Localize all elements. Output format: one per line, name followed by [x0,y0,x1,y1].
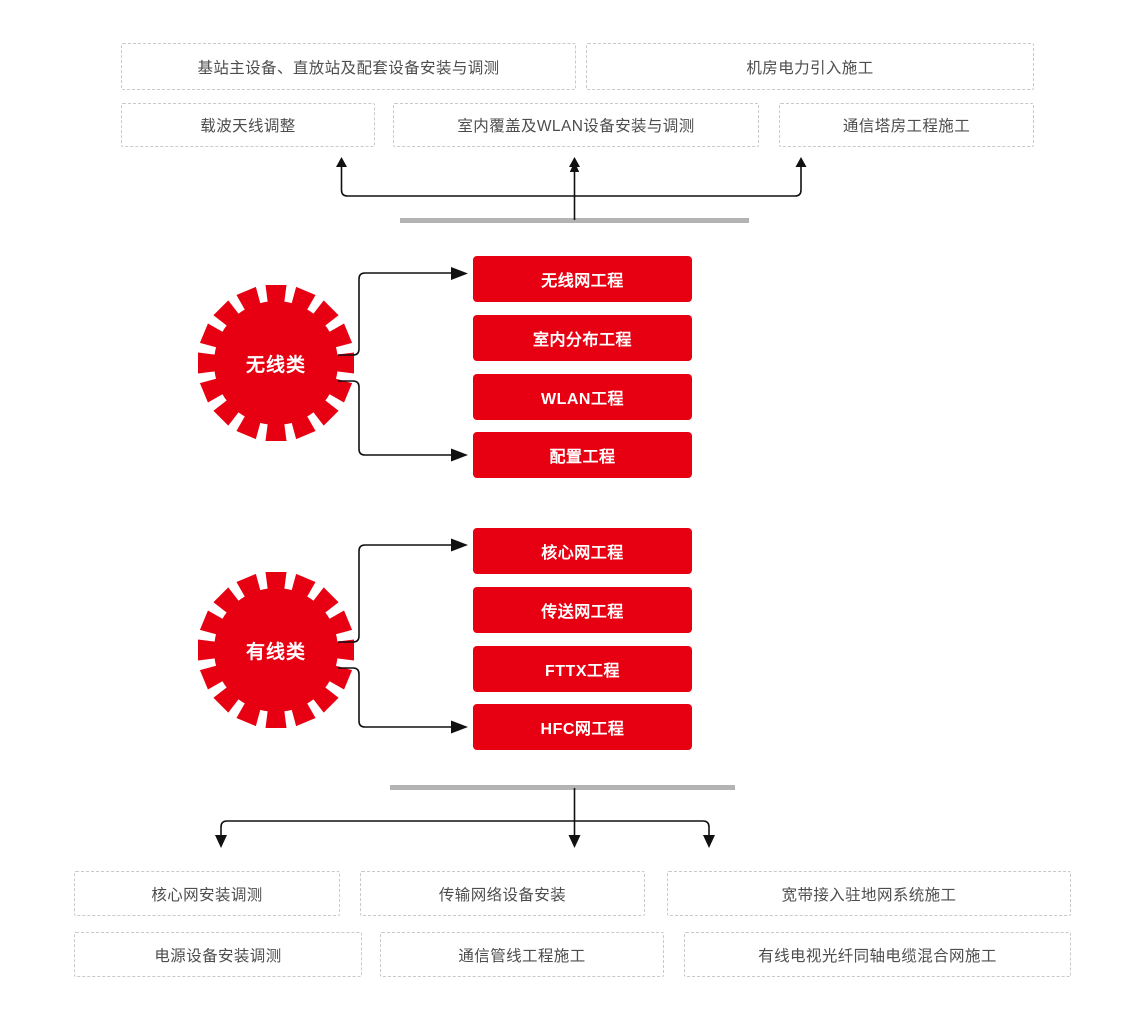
bottom-output-box-4[interactable]: 电源设备安装调测 [74,932,362,977]
bottom-arrow-middle-head [568,835,581,848]
wired-connectors [338,538,468,734]
wireless-item-3[interactable]: WLAN工程 [473,374,692,420]
top-output-label: 室内覆盖及WLAN设备安装与调测 [457,118,695,135]
top-spine [340,162,802,197]
bottom-arrow-right-head [703,835,715,848]
top-connectors [336,157,807,220]
red-box-label: HFC网工程 [540,721,625,738]
bottom-output-box-5[interactable]: 通信管线工程施工 [380,932,664,977]
wired-arrow-bottom [451,720,468,734]
wired-item-3[interactable]: FTTX工程 [473,646,692,692]
bottom-output-label: 核心网安装调测 [151,886,263,904]
bottom-output-label: 通信管线工程施工 [458,947,586,965]
gear-icon [198,285,354,441]
red-box-label: 室内分布工程 [532,332,632,349]
bottom-output-label: 电源设备安装调测 [154,947,282,965]
red-box-label: 配置工程 [549,449,616,466]
gear-icon [198,572,354,728]
bottom-output-label: 传输网络设备安装 [438,886,567,904]
red-box-label: FTTX工程 [545,663,620,680]
top-divider-bar [400,218,749,223]
top-output-label: 基站主设备、直放站及配套设备安装与调测 [197,59,500,77]
bottom-output-box-1[interactable]: 核心网安装调测 [74,871,340,916]
bottom-divider-bar [390,785,735,790]
top-arrow-right-head [795,157,807,167]
red-box-label: WLAN工程 [541,391,624,408]
top-arrow-left-head [336,157,347,167]
top-output-box-4[interactable]: 室内覆盖及WLAN设备安装与调测 [393,103,759,147]
red-box-label: 核心网工程 [541,545,624,562]
bottom-output-label: 有线电视光纤同轴电缆混合网施工 [758,947,997,965]
bottom-output-box-3[interactable]: 宽带接入驻地网系统施工 [667,871,1071,916]
red-box-label: 传送网工程 [541,604,624,621]
top-output-label: 机房电力引入施工 [746,59,874,77]
wired-arrow-top [451,538,468,552]
bottom-connectors [215,788,715,848]
wireless-connectors [338,267,468,462]
top-output-box-3[interactable]: 载波天线调整 [121,103,375,147]
wireless-arrow-top [451,267,468,280]
wireless-item-4[interactable]: 配置工程 [473,432,692,478]
wireless-item-2[interactable]: 室内分布工程 [473,315,692,361]
red-box-label: 无线网工程 [541,273,624,290]
wired-item-2[interactable]: 传送网工程 [473,587,692,633]
wired-item-4[interactable]: HFC网工程 [473,704,692,750]
wireless-item-1[interactable]: 无线网工程 [473,256,692,302]
wired-item-1[interactable]: 核心网工程 [473,528,692,574]
top-output-label: 通信塔房工程施工 [842,118,971,135]
wireless-arrow-bottom [451,448,468,462]
bottom-spine [220,820,710,838]
top-arrow-middle-head [569,157,580,167]
bottom-output-box-6[interactable]: 有线电视光纤同轴电缆混合网施工 [684,932,1071,977]
bottom-arrow-left-head [215,835,227,848]
top-output-box-1[interactable]: 基站主设备、直放站及配套设备安装与调测 [121,43,576,90]
top-output-label: 载波天线调整 [200,118,296,135]
hub-wireless[interactable]: 无线类 [196,283,356,443]
bottom-output-label: 宽带接入驻地网系统施工 [781,886,957,904]
top-output-box-2[interactable]: 机房电力引入施工 [586,43,1034,90]
top-output-box-5[interactable]: 通信塔房工程施工 [779,103,1034,147]
bottom-output-box-2[interactable]: 传输网络设备安装 [360,871,645,916]
hub-wired[interactable]: 有线类 [196,570,356,730]
